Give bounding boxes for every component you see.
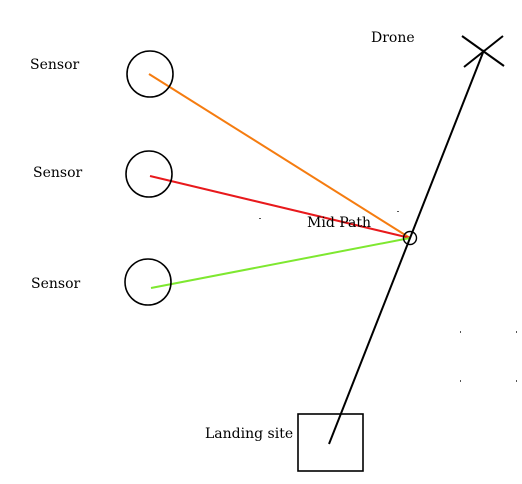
drone-label: Drone	[371, 30, 415, 46]
sensor-2-label: Sensor	[33, 165, 83, 181]
landing-site-label: Landing site	[205, 426, 293, 442]
sensor-2-circle	[125, 150, 173, 198]
flight-path-line	[328, 49, 485, 445]
sensor-1-circle	[126, 50, 174, 98]
sensor-3-label: Sensor	[31, 276, 81, 292]
sensor-1-label: Sensor	[30, 57, 80, 73]
sensor-2-link-line	[149, 175, 411, 239]
sensor-1-link-line	[148, 73, 411, 239]
x-cross-icon	[461, 35, 505, 68]
landing-site-box	[297, 413, 364, 472]
sensor-3-circle	[124, 258, 172, 306]
stray-marks	[259, 211, 517, 382]
sensor-3-link-line	[150, 237, 411, 289]
small-circle-icon	[402, 230, 418, 246]
mid-path-label: Mid Path	[307, 215, 371, 231]
